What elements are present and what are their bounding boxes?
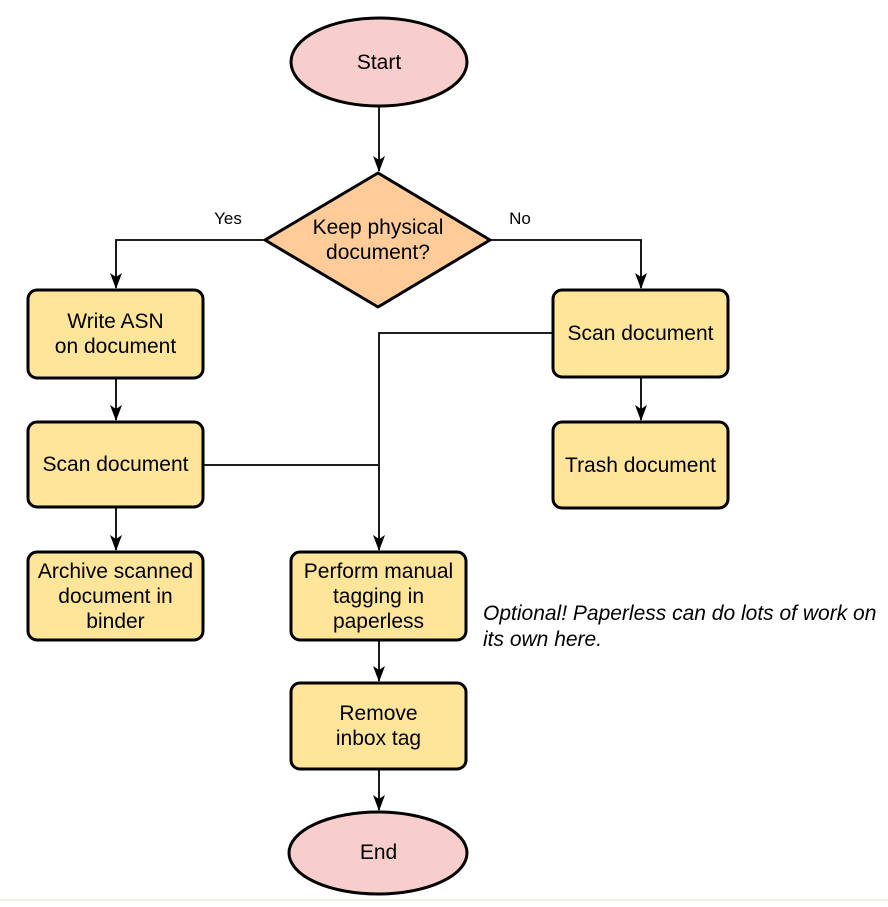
edge-label-no: No	[509, 209, 531, 228]
remove-inbox-process-shape	[289, 681, 468, 771]
decision-diamond-shape	[263, 171, 492, 309]
bottom-hairline-divider	[0, 899, 888, 901]
write-asn-process-shape	[26, 288, 205, 380]
scan-left-process-shape	[26, 420, 205, 509]
optional-note: Optional! Paperless can do lots of work …	[483, 602, 877, 651]
tagging-process-shape	[289, 550, 468, 642]
start-terminal-shape	[289, 16, 469, 108]
edge-decision-no-to-scan-right	[490, 239, 647, 289]
trash-process-shape	[551, 420, 730, 510]
edge-decision-yes-to-write-asn	[110, 239, 265, 289]
archive-process-shape	[26, 550, 205, 642]
edge-scan-right-to-tagging	[373, 332, 553, 551]
scan-right-process-shape	[551, 288, 730, 379]
end-terminal-shape	[287, 810, 469, 896]
edge-label-yes: Yes	[214, 209, 242, 228]
